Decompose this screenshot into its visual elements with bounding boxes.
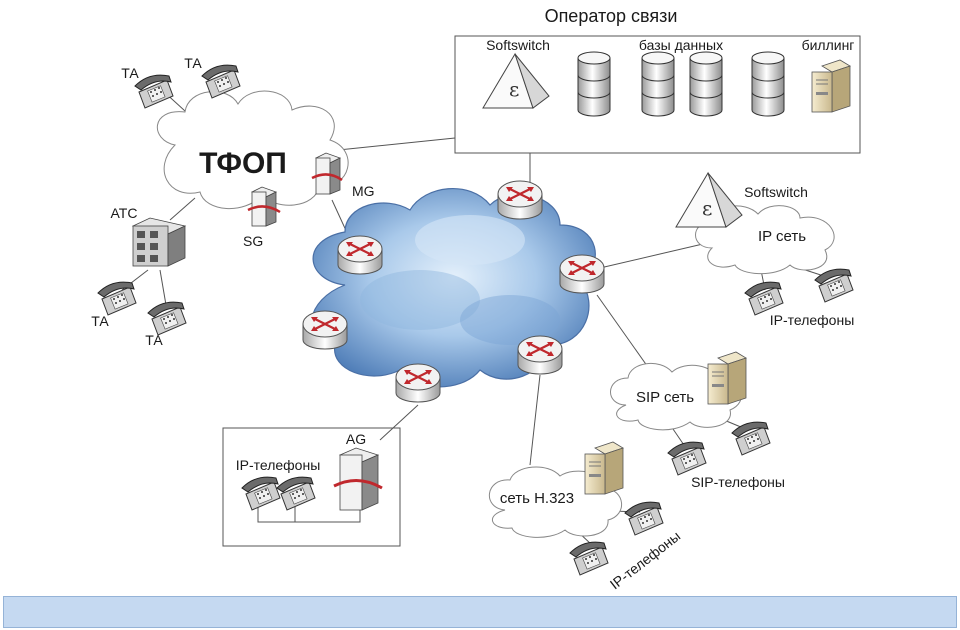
sip-network-label: SIP сеть <box>636 389 694 406</box>
router-icon <box>496 179 544 221</box>
bottom-bar <box>3 596 957 628</box>
pstn-cloud <box>157 90 349 209</box>
operator-softswitch-label: Softswitch <box>486 37 550 53</box>
ip-network-label: IP сеть <box>758 228 806 245</box>
phone-icon <box>731 421 771 456</box>
phone-icon <box>276 476 316 511</box>
h323-server-icon <box>584 441 624 495</box>
databases-label: базы данных <box>639 37 723 53</box>
database-icon <box>577 51 611 117</box>
atc-exchange-icon <box>131 217 187 267</box>
router-icon <box>301 309 349 351</box>
access-phones-label: IP-телефоны <box>236 457 321 473</box>
atc-label: АТС <box>111 205 138 221</box>
operator-title: Оператор связи <box>545 6 678 26</box>
sg-gateway-icon <box>247 186 281 227</box>
phone-icon <box>147 301 187 336</box>
pstn-title: ТФОП <box>199 147 287 180</box>
phone-icon <box>624 501 664 536</box>
phone-icon <box>241 476 281 511</box>
mg-label: MG <box>352 183 375 199</box>
router-icon <box>558 253 606 295</box>
access-box <box>222 427 401 547</box>
billing-label: биллинг <box>802 37 855 53</box>
phone-icon <box>97 281 137 316</box>
phone-icon <box>814 268 854 303</box>
ta-label: ТА <box>184 55 202 71</box>
router-icon <box>336 234 384 276</box>
ag-gateway-icon <box>333 447 383 511</box>
ta-label: ТА <box>145 332 163 348</box>
h323-network-label: сеть H.323 <box>500 490 574 507</box>
router-icon <box>516 334 564 376</box>
mg-gateway-icon <box>311 152 343 195</box>
sg-label: SG <box>243 233 263 249</box>
phone-icon <box>667 441 707 476</box>
database-icon <box>689 51 723 117</box>
phone-icon <box>744 281 784 316</box>
ip-softswitch-label: Softswitch <box>744 184 808 200</box>
softswitch-icon <box>675 172 743 228</box>
router-icon <box>394 362 442 404</box>
database-icon <box>751 51 785 117</box>
ip-phones-label: IP-телефоны <box>770 312 855 328</box>
database-icon <box>641 51 675 117</box>
sip-server-icon <box>707 351 747 405</box>
sip-phones-label: SIP-телефоны <box>691 474 785 490</box>
phone-icon <box>569 541 609 576</box>
h323-phones-label: IP-телефоны <box>607 528 683 593</box>
phone-icon <box>134 74 174 109</box>
ta-label: ТА <box>91 313 109 329</box>
ta-label: ТА <box>121 65 139 81</box>
ag-label: AG <box>346 431 366 447</box>
